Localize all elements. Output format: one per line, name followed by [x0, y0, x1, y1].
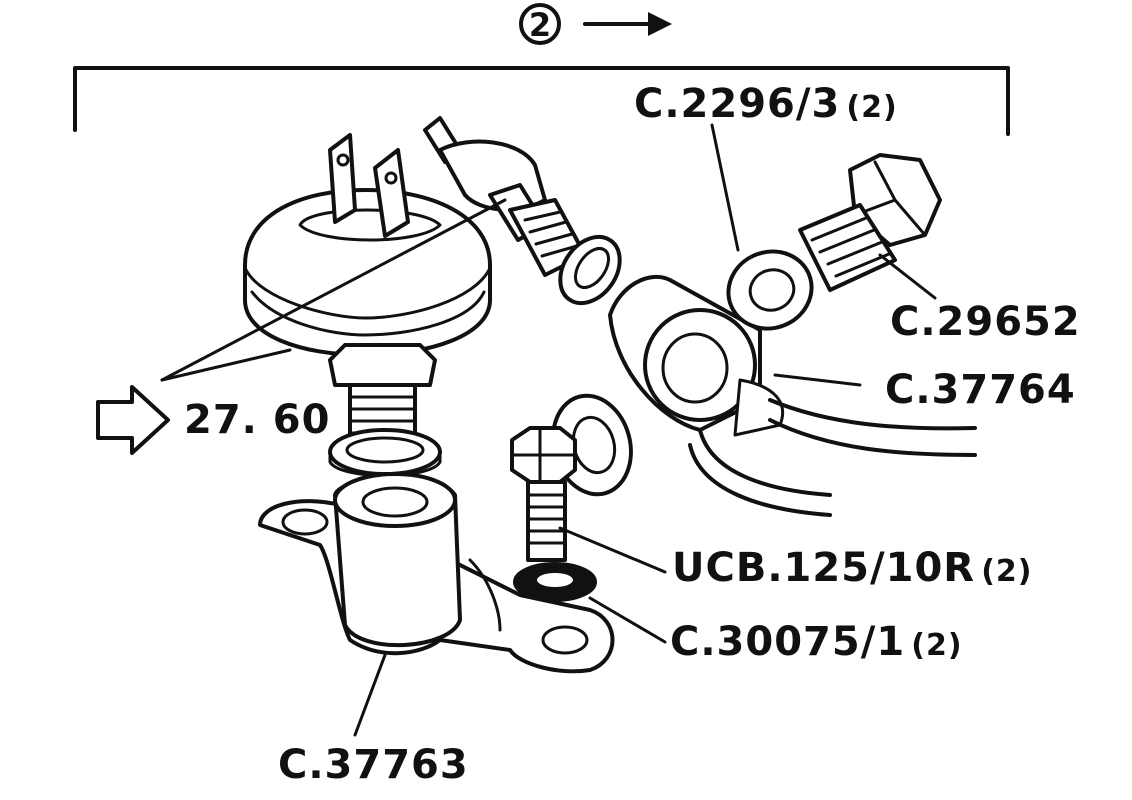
- label-ref-2760: 27. 60: [184, 397, 331, 443]
- label-c29652: C.29652: [890, 299, 1081, 345]
- label-ucb: UCB.125/10R: [672, 545, 976, 591]
- right-arrow-icon: [583, 12, 672, 36]
- reference-arrow-icon: [96, 385, 170, 455]
- step-number: 2: [529, 6, 551, 44]
- hex-bolt: [510, 426, 577, 562]
- step-number-circle: [519, 3, 561, 45]
- sealing-washer-side: [558, 234, 622, 306]
- pressure-switch: [243, 116, 587, 442]
- label-c30075: C.30075/1: [670, 619, 906, 665]
- step-indicator: 2: [519, 3, 672, 45]
- label-ucb-qty: (2): [981, 554, 1033, 589]
- group-bracket: [73, 66, 1010, 136]
- label-c37763: C.37763: [278, 742, 469, 788]
- label-c37764: C.37764: [885, 367, 1076, 413]
- label-c30075-qty: (2): [911, 628, 963, 663]
- mounting-bracket: [258, 472, 615, 674]
- sealing-washer-lower: [328, 428, 442, 477]
- label-c2296-qty: (2): [846, 90, 898, 125]
- spring-washer: [513, 562, 597, 602]
- label-c2296: C.2296/3: [634, 81, 841, 127]
- washer-c2296: [726, 249, 814, 331]
- oil-pipes: [688, 398, 977, 517]
- leader-lines: [160, 123, 937, 737]
- banjo-bolt: [798, 153, 942, 292]
